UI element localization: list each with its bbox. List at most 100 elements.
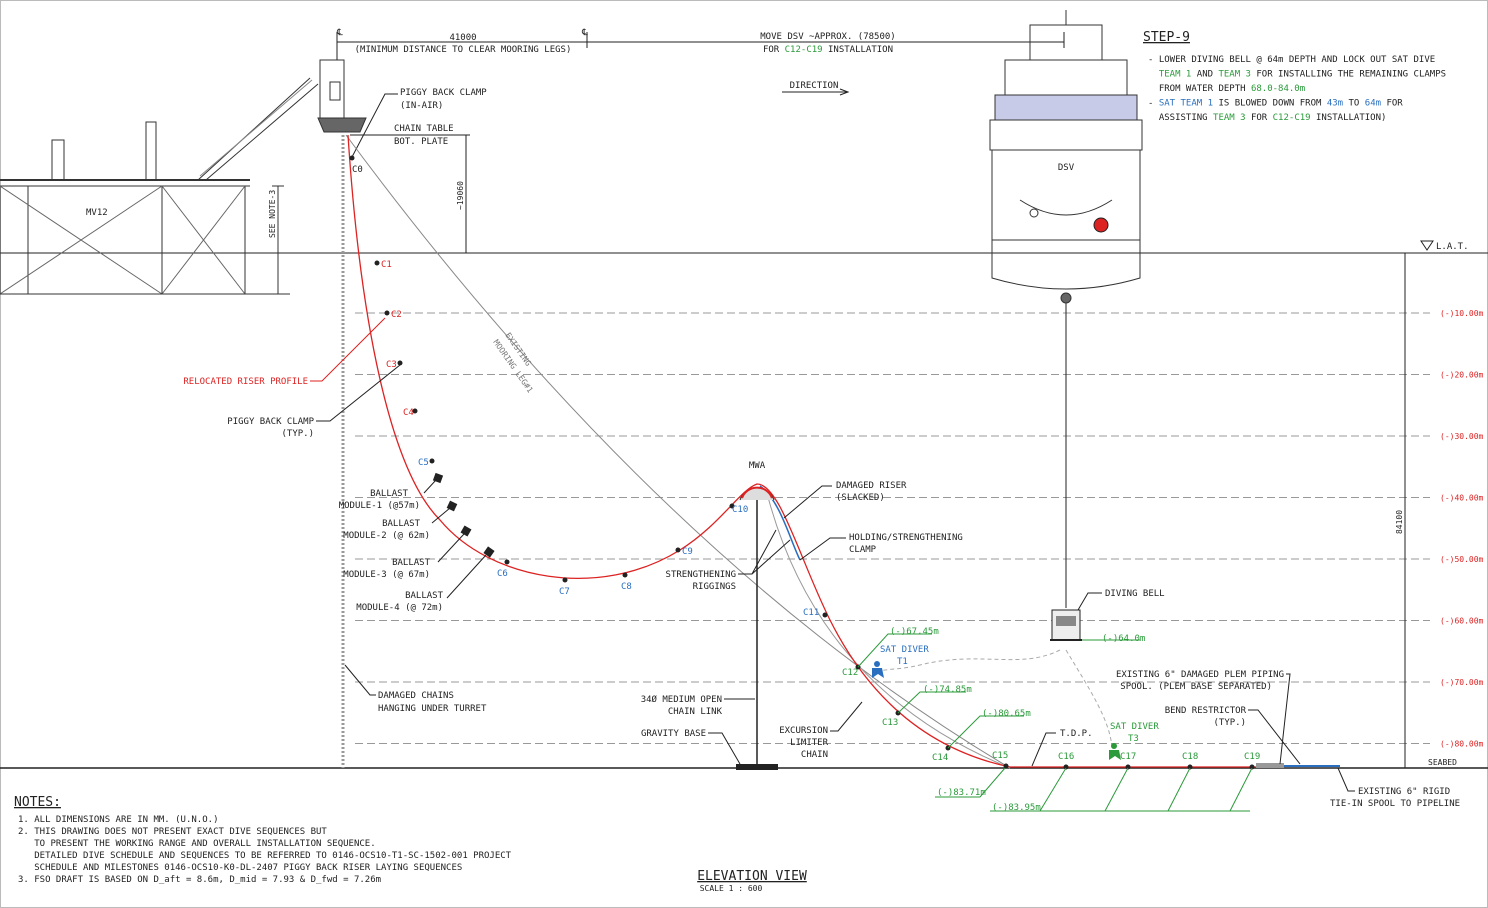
diving-bell-label: DIVING BELL [1105, 589, 1165, 599]
clamp-marker [729, 503, 735, 509]
clamp-marker [622, 572, 628, 578]
strengthening-label-2: RIGGINGS [693, 582, 736, 592]
depth-c14: (-)80.65m [982, 709, 1031, 719]
depth-callout-c15 [935, 767, 1006, 798]
note-line: 3. FSO DRAFT IS BASED ON D_aft = 8.6m, D… [18, 875, 381, 885]
clamp-label: C4 [403, 408, 414, 418]
see-note-label: SEE NOTE-3 [268, 190, 277, 238]
lat-marker-icon [1420, 240, 1434, 251]
excursion-label-3: CHAIN [801, 750, 828, 760]
clamp-label: C19 [1244, 752, 1260, 762]
tdp-label: T.D.P. [1060, 729, 1093, 739]
ballast-4-b: MODULE-4 (@ 72m) [356, 603, 443, 613]
mwa-buoy [736, 486, 778, 770]
clamp-label: C14 [932, 753, 948, 763]
ballast-1-b: MODULE-1 (@57m) [339, 501, 420, 511]
step-description: - LOWER DIVING BELL @ 64m DEPTH AND LOCK… [1148, 55, 1446, 123]
clamp-marker [412, 408, 418, 414]
clamp-marker [562, 577, 568, 583]
clamp-marker [1125, 764, 1131, 770]
piggy-typ-leader [316, 364, 401, 422]
ballast-4-a: BALLAST [405, 591, 444, 601]
ballast-leaders [423, 479, 487, 599]
depth-c13: (-)74.85m [923, 685, 972, 695]
piggy-top-leader [351, 93, 398, 158]
depth-c15: (-)83.71m [937, 788, 986, 798]
diving-bell-leader [1077, 592, 1102, 611]
holding-leader [799, 537, 846, 561]
bend-restrictor-label-2: (TYP.) [1213, 718, 1246, 728]
depth-c12: (-)67.45m [890, 627, 939, 637]
view-scale: SCALE 1 : 600 [700, 884, 763, 893]
depth-callout-c14 [947, 715, 1024, 749]
mv12-label: MV12 [86, 208, 108, 218]
clamp-marker [675, 547, 681, 553]
depth-mark-label: (-)70.00m [1440, 678, 1484, 687]
mwa-label: MWA [749, 461, 766, 471]
ballast-modules [432, 472, 495, 558]
plem-label-2: SPOOL. (PLEM BASE SEPARATED) [1120, 682, 1272, 692]
depth-lines: (-)10.00m(-)20.00m(-)30.00m(-)40.00m(-)5… [355, 309, 1484, 749]
step-line: TEAM 1 AND TEAM 3 FOR INSTALLING THE REM… [1148, 70, 1446, 80]
direction-arrow-icon [782, 88, 850, 96]
clamp-marker [397, 360, 403, 366]
note-line: DETAILED DIVE SCHEDULE AND SEQUENCES TO … [18, 851, 512, 861]
relocated-riser-label: RELOCATED RISER PROFILE [183, 377, 308, 387]
fso-vessel [0, 59, 367, 295]
piggy-typ-label: PIGGY BACK CLAMP [227, 417, 314, 427]
plem-leader [1279, 673, 1291, 765]
sat-t1-umbilical [874, 649, 1061, 673]
clamp-marker [1063, 764, 1069, 770]
gravity-base-label: GRAVITY BASE [641, 729, 706, 739]
ballast-2-b: MODULE-2 (@ 62m) [343, 531, 430, 541]
clamp-label: C18 [1182, 752, 1198, 762]
rigid-spool-leader [1337, 767, 1355, 792]
gravity-base-leader [708, 732, 741, 765]
piggy-top-label: PIGGY BACK CLAMP [400, 88, 487, 98]
piggy-typ-label-2: (TYP.) [281, 429, 314, 439]
tdp-leader [1031, 732, 1056, 767]
depth-mark-label: (-)40.00m [1440, 494, 1484, 503]
holding-label-2: CLAMP [849, 545, 877, 555]
ballast-3-b: MODULE-3 (@ 67m) [343, 570, 430, 580]
plem-spool [1256, 763, 1284, 768]
depth-mark-label: (-)50.00m [1440, 555, 1484, 564]
notes-title: NOTES: [14, 795, 61, 810]
clamp-marker [1249, 764, 1255, 770]
clamp-label: C12 [842, 668, 858, 678]
chain-link-label: 34Ø MEDIUM OPEN [641, 694, 722, 705]
holding-label: HOLDING/STRENGTHENING [849, 533, 963, 543]
depth-mark-label: (-)10.00m [1440, 309, 1484, 318]
cl-mark-2: ℄ [581, 28, 588, 38]
depth-callout-c12 [857, 633, 932, 668]
dim-19060-label: ~19060 [456, 181, 465, 210]
piggy-top-label-2: (IN-AIR) [400, 101, 443, 111]
chain-table-label: CHAIN TABLE [394, 124, 454, 134]
rigid-spool-label-2: TIE-IN SPOOL TO PIPELINE [1330, 799, 1460, 809]
depth-c16: (-)83.95m [992, 803, 1041, 813]
clamp-marker [349, 155, 355, 161]
clamp-label: C8 [621, 582, 632, 592]
excursion-label: EXCURSION [779, 726, 828, 736]
sat-t3-label-2: T3 [1128, 734, 1139, 744]
clamp-marker [374, 260, 380, 266]
excursion-leader [830, 701, 863, 732]
excursion-label-2: LIMITER [790, 738, 829, 748]
depth-callout-c13 [897, 691, 966, 714]
clamp-label: C17 [1120, 752, 1136, 762]
move-dsv-text: MOVE DSV ~APPROX. (78500) [760, 32, 895, 42]
clamp-marker [1187, 764, 1193, 770]
relocated-leader [310, 317, 386, 382]
damaged-riser-label-2: (SLACKED) [836, 493, 885, 503]
clamp-label: C16 [1058, 752, 1074, 762]
dsv-vessel [989, 10, 1143, 608]
note-line: 1. ALL DIMENSIONS ARE IN MM. (U.N.O.) [18, 815, 218, 825]
step-line: FROM WATER DEPTH 68.0-84.0m [1148, 84, 1305, 94]
existing-mooring-leg [345, 134, 1011, 769]
chain-table-label-2: BOT. PLATE [394, 137, 448, 147]
notes-list: 1. ALL DIMENSIONS ARE IN MM. (U.N.O.)2. … [18, 815, 512, 885]
clamp-label: C6 [497, 569, 508, 579]
damaged-riser-leader [783, 485, 832, 519]
clamp-marker [1003, 763, 1009, 769]
